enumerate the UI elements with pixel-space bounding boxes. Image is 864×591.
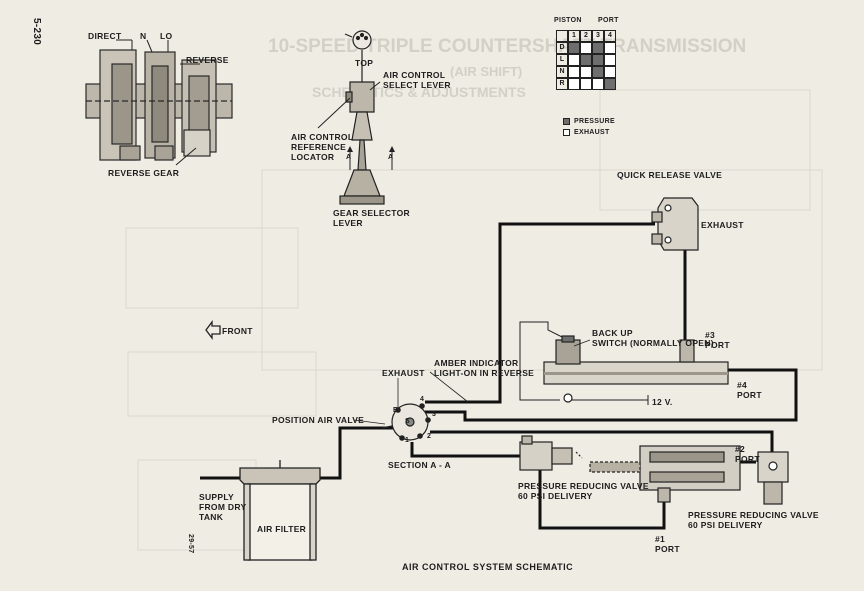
lower-cylinder	[589, 445, 741, 503]
label-reverse: REVERSE	[186, 55, 229, 65]
pressure-reducing-valve-right	[757, 451, 789, 505]
table-cell-exhaust	[580, 42, 592, 54]
valve-label-1: 1	[405, 437, 410, 444]
table-cell-pressure	[604, 78, 616, 90]
table-cell-exhaust	[568, 54, 580, 66]
table-cell-pressure	[580, 54, 592, 66]
figure-caption: AIR CONTROL SYSTEM SCHEMATIC	[402, 562, 574, 572]
air-lines	[200, 222, 798, 530]
table-header-piston: PISTON	[554, 17, 582, 24]
quick-release-valve	[651, 197, 699, 251]
figure-code: 29-57	[187, 534, 194, 554]
label-prv-right: PRESSURE REDUCING VALVE 60 PSI DELIVERY	[688, 510, 819, 530]
table-cell-pressure	[592, 66, 604, 78]
table-port-header: 1	[568, 30, 580, 42]
label-port-1: #1 PORT	[655, 534, 680, 554]
schematic-leaders	[353, 339, 591, 425]
page-number: 5-230	[31, 18, 42, 46]
label-n: N	[140, 31, 147, 41]
label-port-2: #2 PORT	[735, 444, 760, 464]
electrical-wires	[519, 321, 649, 405]
label-section-a-a: SECTION A - A	[388, 460, 451, 470]
pressure-reducing-valve-left	[519, 435, 583, 471]
ghost-shapes	[125, 89, 823, 551]
legend-exhaust-swatch	[563, 129, 570, 136]
table-cell-pressure	[592, 54, 604, 66]
table-cell-exhaust	[568, 78, 580, 90]
valve-label-3: 3	[432, 411, 437, 418]
label-front: FRONT	[222, 326, 253, 336]
label-exhaust-qrv: EXHAUST	[701, 220, 744, 230]
label-12v: 12 V.	[652, 397, 673, 407]
front-arrow-icon	[205, 320, 221, 340]
label-supply: SUPPLY FROM DRY TANK	[199, 492, 247, 522]
table-cell-pressure	[568, 42, 580, 54]
transmission-cross-section	[85, 49, 233, 161]
table-cell-exhaust	[604, 66, 616, 78]
valve-label-2: 2	[427, 433, 432, 440]
legend-exhaust: EXHAUST	[574, 129, 610, 136]
table-cell-exhaust	[568, 66, 580, 78]
label-back-up-switch: BACK UP SWITCH (NORMALLY OPEN)	[592, 328, 714, 348]
table-port-header: 3	[592, 30, 604, 42]
valve-label-s: S	[405, 418, 410, 425]
lever-leaders	[317, 81, 393, 170]
shift-cylinder	[543, 335, 729, 403]
label-air-control-reference-locator: AIR CONTROL REFERENCE LOCATOR	[291, 132, 354, 162]
label-prv-left: PRESSURE REDUCING VALVE 60 PSI DELIVERY	[518, 481, 649, 501]
label-air-control-select-lever: AIR CONTROL SELECT LEVER	[383, 70, 451, 90]
label-reverse-gear: REVERSE GEAR	[108, 168, 180, 178]
table-cell-exhaust	[604, 42, 616, 54]
label-quick-release-valve: QUICK RELEASE VALVE	[617, 170, 723, 180]
label-port-4: #4 PORT	[737, 380, 762, 400]
section-arrows	[347, 146, 395, 152]
legend-pressure-swatch	[563, 118, 570, 125]
label-position-air-valve: POSITION AIR VALVE	[272, 415, 365, 425]
label-exhaust-valve: EXHAUST	[382, 368, 425, 378]
valve-label-e: E	[393, 407, 398, 414]
valve-label-4: 4	[420, 396, 425, 403]
table-corner	[556, 30, 568, 42]
label-port-3: #3 PORT	[705, 330, 730, 350]
label-air-filter: AIR FILTER	[257, 524, 307, 534]
table-cell-exhaust	[604, 54, 616, 66]
transmission-leaders	[116, 39, 200, 166]
label-amber-indicator: AMBER INDICATOR LIGHT-ON IN REVERSE	[434, 358, 535, 378]
background-subheading: (AIR SHIFT)	[450, 64, 523, 79]
table-port-header: 2	[580, 30, 592, 42]
table-row-header: R	[556, 78, 568, 90]
label-arrow-a-left: A	[346, 154, 352, 161]
air-filter	[239, 460, 321, 561]
label-top: TOP	[355, 58, 374, 68]
table-header-port: PORT	[598, 17, 619, 24]
label-direct: DIRECT	[88, 31, 122, 41]
background-heading: 10-SPEED TRIPLE COUNTERSHAFT TRANSMISSIO…	[268, 36, 747, 57]
label-gear-selector-lever: GEAR SELECTOR LEVER	[333, 208, 410, 228]
table-cell-exhaust	[580, 66, 592, 78]
table-cell-exhaust	[580, 78, 592, 90]
legend-pressure: PRESSURE	[574, 118, 615, 125]
label-arrow-a-right: A	[388, 154, 394, 161]
table-row-header: D	[556, 42, 568, 54]
table-row-header: N	[556, 66, 568, 78]
label-lo: LO	[160, 31, 173, 41]
table-row-header: L	[556, 54, 568, 66]
table-cell-exhaust	[592, 78, 604, 90]
table-cell-pressure	[592, 42, 604, 54]
gear-selector-lever-assembly	[339, 30, 385, 205]
table-port-header: 4	[604, 30, 616, 42]
